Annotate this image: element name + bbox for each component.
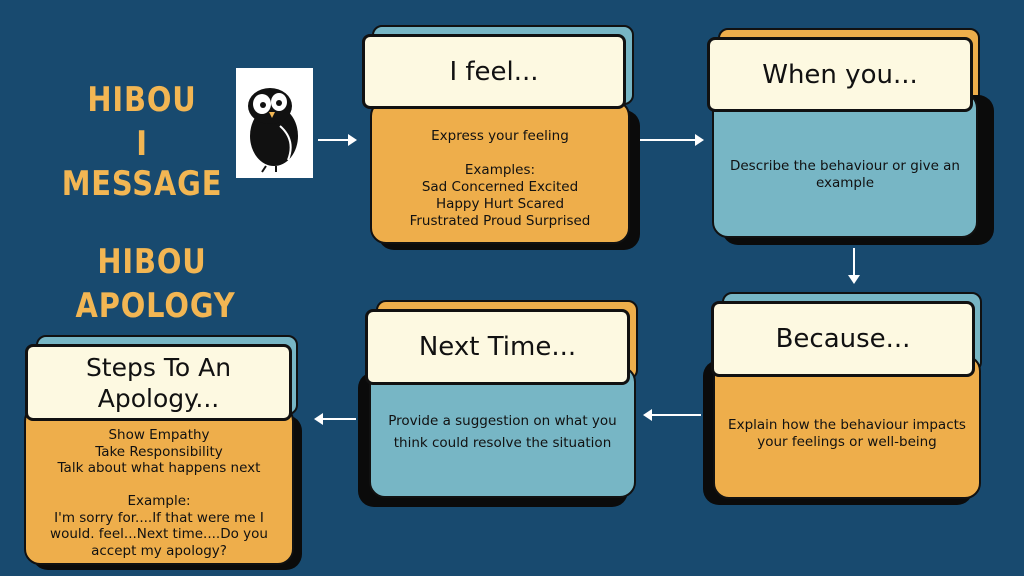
next-title: Next Time... [418,332,577,362]
arrow-because-to-next [643,409,701,421]
feel-text: Express your feeling Examples: Sad Conce… [409,128,591,229]
owl-image [236,68,313,178]
owl-icon [248,88,298,173]
arrow-owl-to-feel [318,134,357,146]
title-hibou-1: HIBOU [87,80,197,120]
apology-title: Steps To An Apology... [85,352,232,413]
title-i-message: I MESSAGE [61,124,223,204]
next-text: Provide a suggestion on what you think c… [388,413,617,451]
because-text: Explain how the behaviour impacts your f… [728,417,966,450]
feel-title: I feel... [449,56,539,87]
apology-text: Show Empathy Take Responsibility Talk ab… [50,427,268,559]
because-title: Because... [775,324,911,354]
when-title: When you... [762,59,918,90]
arrow-feel-to-when [640,134,704,146]
when-text: Describe the behaviour or give an exampl… [729,158,960,191]
arrow-next-to-apology [314,413,356,425]
arrow-when-to-because [848,248,860,284]
title-apology: APOLOGY [75,286,236,326]
title-hibou-2: HIBOU [97,242,207,282]
